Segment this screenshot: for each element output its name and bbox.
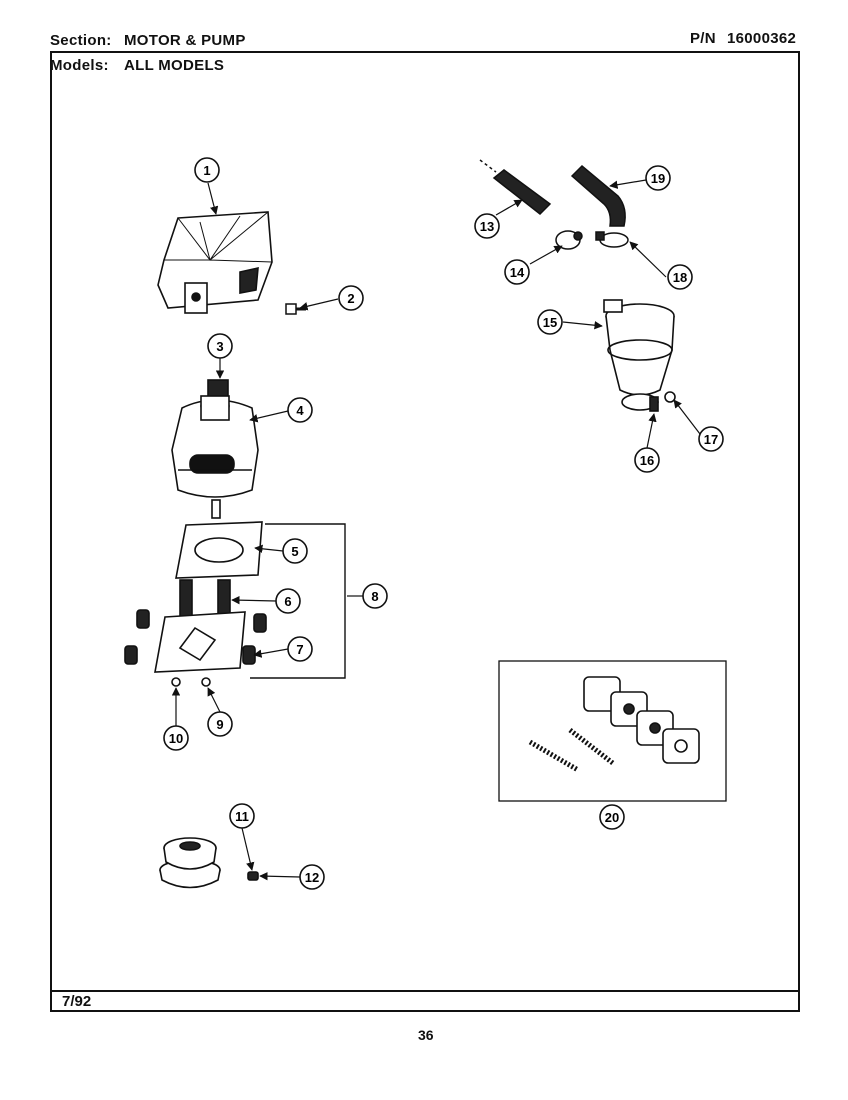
models-value: ALL MODELS (124, 57, 225, 74)
callout-17: 17 (698, 426, 724, 452)
svg-text:9: 9 (216, 717, 223, 732)
kit-box (498, 660, 727, 802)
mount-plate-drawing (124, 521, 267, 687)
callout-14: 14 (504, 259, 530, 285)
svg-text:16: 16 (640, 453, 654, 468)
callout-8: 8 (362, 583, 388, 609)
svg-text:20: 20 (605, 810, 619, 825)
svg-text:19: 19 (651, 171, 665, 186)
pn-value: 16000362 (727, 30, 797, 47)
svg-text:2: 2 (347, 291, 354, 306)
svg-text:13: 13 (480, 219, 494, 234)
leader-lines (171, 179, 701, 881)
callout-group: 1 2 3 4 5 6 7 8 9 10 11 12 13 14 15 16 1… (163, 157, 724, 890)
svg-text:4: 4 (296, 403, 304, 418)
pulley-drawing (159, 837, 259, 889)
svg-text:7: 7 (296, 642, 303, 657)
callout-13: 13 (474, 213, 500, 239)
callout-9: 9 (207, 711, 233, 737)
svg-text:15: 15 (543, 315, 557, 330)
screw-drawing (285, 303, 306, 315)
clamps-drawing (555, 230, 629, 250)
callout-11: 11 (229, 803, 255, 829)
motor-cover-drawing (157, 211, 273, 314)
section-label: Section: (50, 32, 112, 49)
callout-6: 6 (275, 588, 301, 614)
page-number: 36 (418, 1027, 434, 1043)
svg-text:6: 6 (284, 594, 291, 609)
svg-text:10: 10 (169, 731, 183, 746)
svg-text:18: 18 (673, 270, 687, 285)
svg-text:8: 8 (371, 589, 378, 604)
section-value: MOTOR & PUMP (124, 32, 246, 49)
kit-contents-drawing (528, 676, 700, 773)
footer-divider (50, 990, 800, 992)
callout-1: 1 (194, 157, 220, 183)
callout-19: 19 (645, 165, 671, 191)
svg-text:1: 1 (203, 163, 210, 178)
diagram-frame (50, 51, 800, 1012)
callout-4: 4 (287, 397, 313, 423)
callout-5: 5 (282, 538, 308, 564)
svg-text:5: 5 (291, 544, 298, 559)
callout-15: 15 (537, 309, 563, 335)
pn-label: P/N (690, 30, 716, 47)
callout-12: 12 (299, 864, 325, 890)
svg-text:11: 11 (235, 809, 249, 824)
assembly-bracket (250, 523, 346, 679)
callout-7: 7 (287, 636, 313, 662)
svg-text:12: 12 (305, 870, 319, 885)
models-label: Models: (50, 57, 109, 74)
callout-3: 3 (207, 333, 233, 359)
svg-text:3: 3 (216, 339, 223, 354)
hoses-drawing (479, 159, 626, 227)
svg-text:14: 14 (510, 265, 525, 280)
pump-drawing (603, 299, 676, 412)
callout-10: 10 (163, 725, 189, 751)
callout-2: 2 (338, 285, 364, 311)
callout-16: 16 (634, 447, 660, 473)
motor-drawing (171, 379, 259, 519)
revision-date: 7/92 (62, 993, 92, 1010)
svg-text:17: 17 (704, 432, 718, 447)
callout-20: 20 (599, 804, 625, 830)
callout-18: 18 (667, 264, 693, 290)
